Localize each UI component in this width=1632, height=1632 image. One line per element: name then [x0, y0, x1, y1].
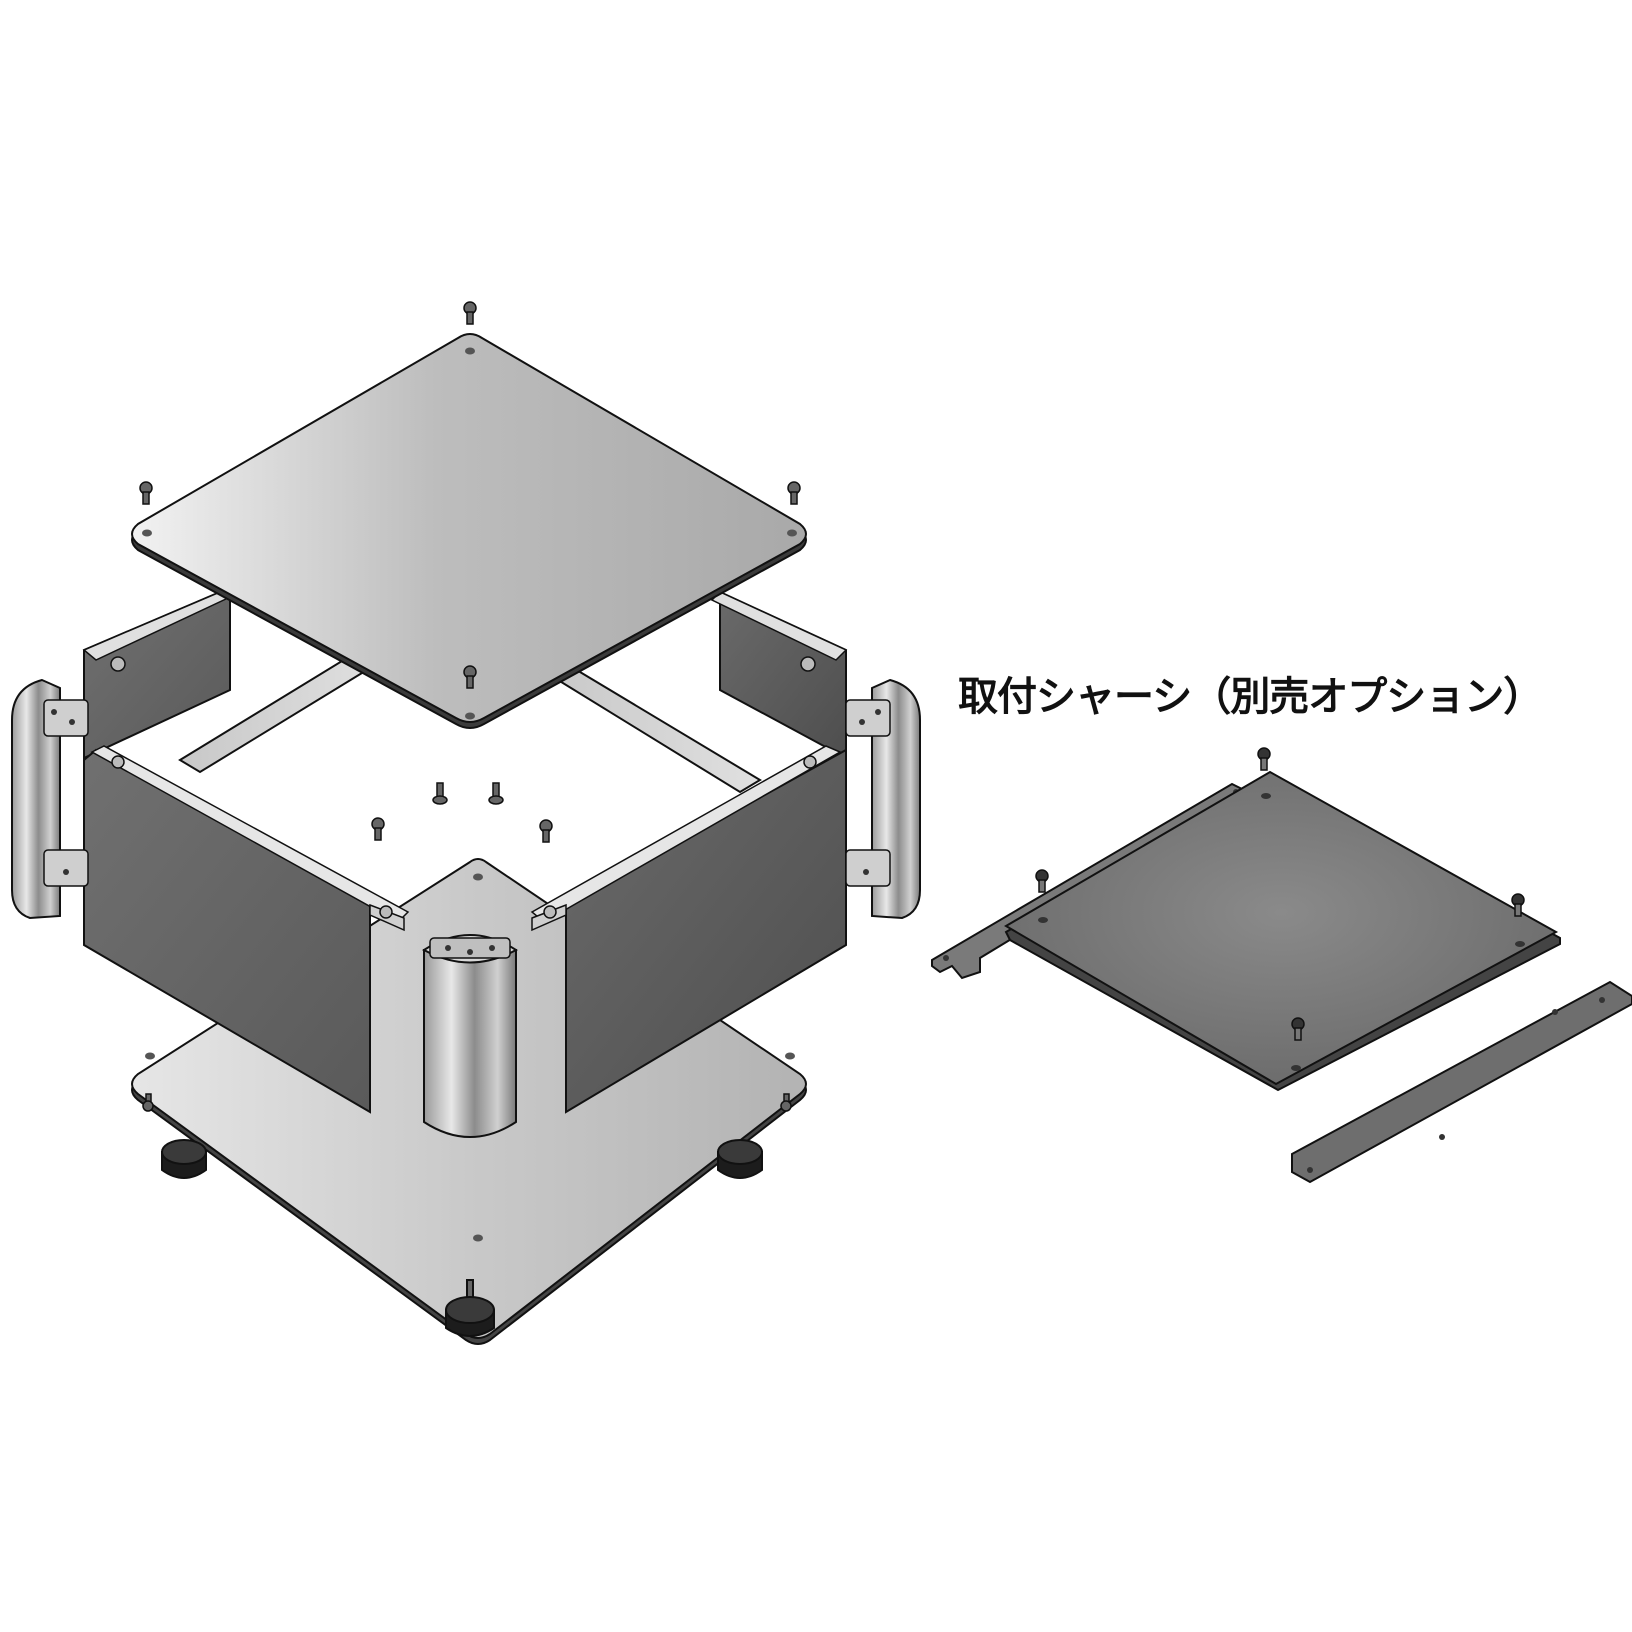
- corner-post-front: [422, 934, 518, 1138]
- rubber-foot-icon: [717, 1139, 763, 1179]
- screw-icon: [488, 782, 504, 805]
- side-panel-right-back: [710, 590, 848, 760]
- screw-icon: [1291, 1017, 1305, 1041]
- corner-post-right: [845, 678, 921, 920]
- screw-icon: [1511, 893, 1525, 917]
- corner-post-left: [11, 678, 89, 920]
- screw-icon: [463, 665, 477, 689]
- screw-icon: [432, 782, 448, 805]
- screw-icon: [1257, 747, 1271, 771]
- screw-icon: [463, 301, 477, 325]
- side-panel-left-back: [82, 590, 231, 760]
- chassis-screws: [1035, 747, 1525, 1041]
- screw-icon: [787, 481, 801, 505]
- option-chassis-label: 取付シャーシ（別売オプション）: [958, 674, 1543, 720]
- top-plate: [131, 333, 807, 729]
- screw-icon: [780, 1093, 792, 1112]
- rubber-feet: [161, 1139, 763, 1337]
- rubber-foot-icon: [161, 1139, 207, 1179]
- chassis-rail: [1291, 980, 1632, 1184]
- side-panel-right-front: [530, 745, 847, 1114]
- screw-icon: [1035, 869, 1049, 893]
- screw-icon: [139, 481, 153, 505]
- chassis-plate: [1004, 770, 1561, 1092]
- screw-icon: [539, 819, 553, 843]
- side-panel-left-front: [83, 745, 410, 1114]
- screw-icon: [142, 1093, 154, 1112]
- screws: [139, 301, 801, 1112]
- rubber-foot-icon: [445, 1279, 495, 1337]
- screw-icon: [371, 817, 385, 841]
